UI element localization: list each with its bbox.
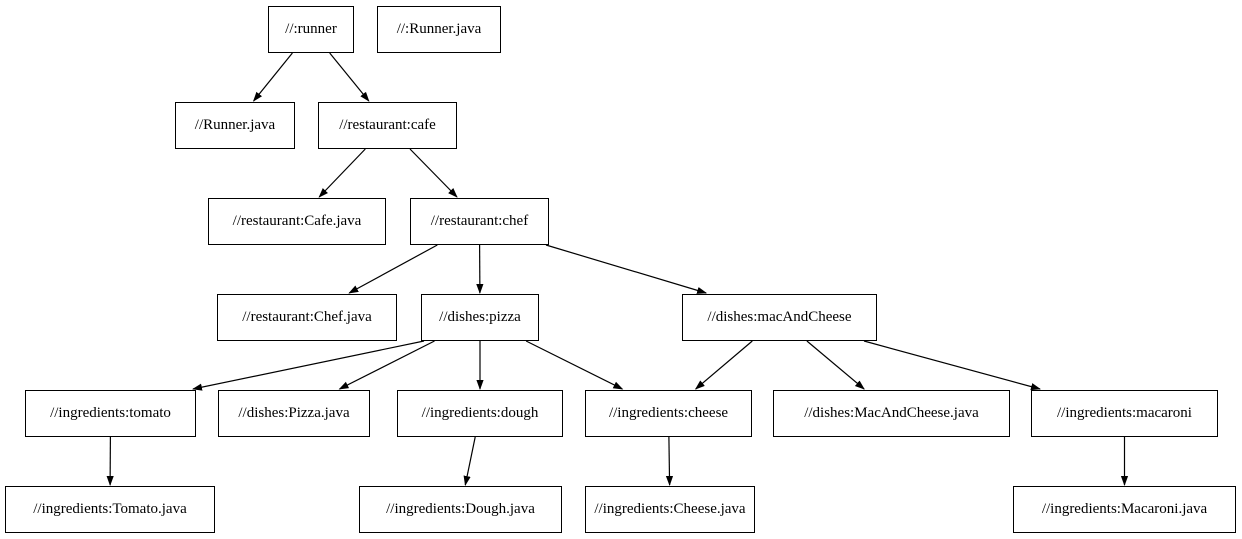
edge-cafe-to-chef	[409, 148, 458, 198]
edge-runner-to-cafe	[329, 52, 370, 102]
graph-node-macaroni-java: //ingredients:Macaroni.java	[1013, 486, 1236, 533]
graph-node-tomato: //ingredients:tomato	[25, 390, 196, 437]
graph-node-chef-java: //restaurant:Chef.java	[217, 294, 397, 341]
graph-node-dough: //ingredients:dough	[397, 390, 563, 437]
edge-chef-to-chef-java	[348, 244, 438, 294]
graph-node-mac-and-cheese-java: //dishes:MacAndCheese.java	[773, 390, 1010, 437]
edge-cheese-to-cheese-java	[665, 436, 674, 486]
graph-node-runner-java: //Runner.java	[175, 102, 295, 149]
graph-node-cafe-java: //restaurant:Cafe.java	[208, 198, 386, 245]
graph-node-chef: //restaurant:chef	[410, 198, 549, 245]
graph-node-macaroni: //ingredients:macaroni	[1031, 390, 1218, 437]
graph-node-runner: //:runner	[268, 6, 354, 53]
graph-node-pizza-java: //dishes:Pizza.java	[218, 390, 370, 437]
graph-node-mac-and-cheese: //dishes:macAndCheese	[682, 294, 877, 341]
graph-node-cheese: //ingredients:cheese	[585, 390, 752, 437]
graph-node-tomato-java: //ingredients:Tomato.java	[5, 486, 215, 533]
edge-chef-to-mac-and-cheese	[545, 244, 708, 294]
edge-mac-and-cheese-to-mac-and-cheese-java	[806, 340, 865, 390]
graph-node-cafe: //restaurant:cafe	[318, 102, 457, 149]
edge-dough-to-dough-java	[463, 436, 476, 486]
edge-mac-and-cheese-to-macaroni	[863, 340, 1041, 391]
graph-node-cheese-java: //ingredients:Cheese.java	[585, 486, 755, 533]
edge-runner-to-runner-java	[252, 52, 293, 102]
edge-pizza-to-pizza-java	[338, 340, 435, 390]
graph-node-dough-java: //ingredients:Dough.java	[359, 486, 562, 533]
graph-node-pizza: //dishes:pizza	[421, 294, 539, 341]
edge-cafe-to-cafe-java	[318, 148, 366, 198]
edge-pizza-to-tomato	[192, 340, 425, 391]
graph-node-runner-java-file: //:Runner.java	[377, 6, 501, 53]
edge-mac-and-cheese-to-cheese	[694, 340, 753, 390]
edge-pizza-to-cheese	[525, 340, 624, 390]
